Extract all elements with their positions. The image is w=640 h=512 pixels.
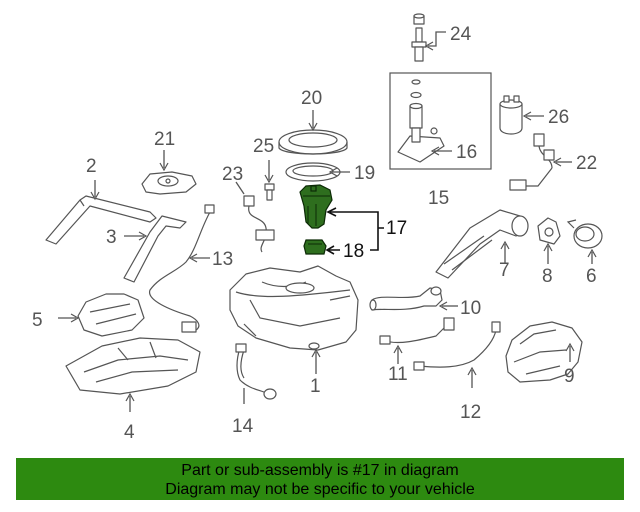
part-11-hose[interactable]: [379, 317, 455, 345]
callout-3: 3: [106, 227, 117, 248]
callout-1: 1: [310, 376, 321, 397]
callout-4: 4: [124, 422, 135, 443]
callout-22: 22: [576, 153, 597, 174]
leader-23: [235, 181, 245, 195]
part-14-cable[interactable]: [235, 343, 277, 400]
callout-13: 13: [212, 249, 233, 270]
callout-14: 14: [232, 416, 254, 437]
callout-5: 5: [32, 310, 43, 331]
callout-12: 12: [460, 402, 481, 423]
callout-8: 8: [542, 266, 553, 287]
callout-18: 18: [343, 241, 364, 262]
callout-6: 6: [586, 266, 597, 287]
part-13-harness[interactable]: [149, 204, 215, 333]
part-19-seal[interactable]: [285, 162, 341, 182]
part-1-fuel-tank[interactable]: [229, 265, 359, 351]
part-12-tube[interactable]: [413, 321, 501, 371]
part-25-bolt[interactable]: [264, 183, 275, 201]
part-5-bracket[interactable]: [77, 293, 145, 337]
part-18-filter[interactable]: [303, 239, 327, 255]
leader-17: [326, 207, 337, 217]
callout-16: 16: [456, 142, 477, 163]
parts-diagram: 2 3 21 13 23 25 20: [32, 13, 603, 443]
part-17-fuel-pump[interactable]: [299, 184, 333, 229]
callout-24: 24: [450, 24, 472, 45]
leader-24: [428, 31, 446, 47]
callout-26: 26: [548, 107, 569, 128]
part-20-lock-ring[interactable]: [278, 129, 348, 155]
callout-10: 10: [460, 298, 481, 319]
part-21-mount[interactable]: [141, 171, 197, 195]
callout-11: 11: [388, 364, 408, 385]
part-23-connector[interactable]: [243, 195, 275, 253]
leader-18: [325, 245, 340, 255]
part-24-valve[interactable]: [411, 13, 427, 62]
part-3-strap[interactable]: [123, 215, 187, 283]
callout-15: 15: [428, 188, 449, 209]
leader-17-18-bracket: [330, 211, 384, 251]
part-8-bracket[interactable]: [537, 217, 561, 245]
part-26-canister[interactable]: [499, 95, 523, 135]
part-2-strap[interactable]: [45, 195, 157, 245]
banner-line-2: Diagram may not be specific to your vehi…: [165, 481, 475, 498]
callout-23: 23: [222, 164, 243, 185]
part-6-fuel-cap[interactable]: [566, 219, 603, 249]
part-10-hose[interactable]: [369, 286, 443, 311]
callout-9: 9: [564, 366, 575, 387]
callout-21: 21: [154, 129, 175, 150]
part-7-filler-neck[interactable]: [435, 209, 529, 279]
part-15-kit-box: [389, 72, 492, 170]
part-9-shield[interactable]: [505, 321, 583, 383]
part-16-regulator[interactable]: [397, 79, 445, 163]
callout-20: 20: [301, 88, 322, 109]
callout-2: 2: [86, 156, 97, 177]
info-banner: Part or sub-assembly is #17 in diagram D…: [16, 458, 624, 500]
callout-25: 25: [253, 136, 274, 157]
callout-17: 17: [386, 218, 407, 239]
banner-line-1: Part or sub-assembly is #17 in diagram: [181, 462, 459, 479]
callout-19: 19: [354, 163, 375, 184]
callout-7: 7: [499, 260, 510, 281]
part-22-sensor[interactable]: [509, 133, 555, 191]
part-4-cover[interactable]: [65, 337, 201, 395]
